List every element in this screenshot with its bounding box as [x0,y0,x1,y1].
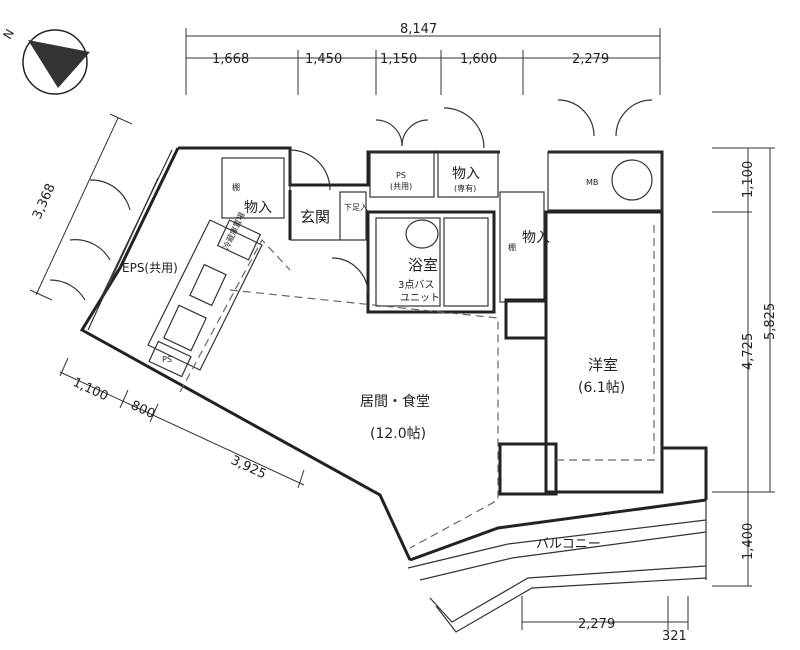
dim-top-seg-3: 1,150 [380,52,417,67]
mb-box [547,151,663,211]
dimensions-bottom: 2,279 321 [521,596,689,644]
label-western-room: 洋室 [588,356,618,374]
label-western-room-size: (6.1帖) [578,380,625,396]
label-storage-left: 物入 [244,200,272,216]
label-mb: MB [586,178,598,187]
label-ps-shared: PS [396,171,406,180]
label-ps-kitchen: PS [162,355,172,364]
dim-top-seg-4: 1,600 [460,52,497,67]
doors [49,99,653,301]
label-shelf-left: 棚 [232,182,240,192]
label-eps: EPS(共用) [122,261,178,275]
kitchen [147,219,263,378]
dim-left-1: 3,368 [30,182,59,222]
dimensions-top: 8,147 1,668 1,450 1,150 1,600 2,279 [185,22,661,95]
dim-right-2: 4,725 [741,333,756,370]
dim-top-seg-5: 2,279 [572,52,609,67]
dim-bottom-2: 321 [662,629,687,644]
dim-right-4: 1,400 [741,523,756,560]
balcony [407,500,707,633]
dim-left-4: 3,925 [228,453,268,482]
label-storage-right: 物入 [522,230,550,246]
dim-top-seg-1: 1,668 [212,52,249,67]
compass: N [0,27,90,95]
western-room-box [544,210,664,494]
shoe-box [339,191,367,241]
dim-right-1: 1,100 [741,161,756,198]
label-bath: 浴室 [408,256,438,274]
label-storage-top-sub: (専有) [454,183,476,193]
ceiling-dashed-lines [179,225,655,549]
fridge-space [216,219,262,261]
compass-circle [22,29,88,95]
label-living: 居間・食堂 [360,393,430,410]
label-balcony: バルコニー [536,537,601,552]
bath-box [366,210,496,314]
dim-right-3: 5,825 [763,303,778,340]
compass-needle [28,40,90,88]
ps-kitchen-box [148,340,192,378]
label-shelf-right: 棚 [508,242,516,252]
label-ps-shared-sub: (共用) [390,182,412,191]
label-shoe-box: 下足入 [344,203,368,212]
storage-right-box [499,191,545,303]
storage-left-box [221,157,285,219]
dimensions-right: 1,100 4,725 5,825 1,400 [712,147,778,587]
label-living-size: (12.0帖) [370,426,426,442]
dim-bottom-1: 2,279 [578,617,615,632]
dim-top-total: 8,147 [400,22,437,37]
mb-circle [611,159,653,201]
dim-top-seg-2: 1,450 [305,52,342,67]
interior-walls [221,151,664,496]
label-bath-sub1: 3点バス [398,279,434,291]
dim-left-2: 1,100 [70,375,110,404]
dim-left-3: 800 [128,398,157,422]
storage-top-box [437,151,499,198]
label-entrance: 玄関 [300,208,330,226]
ps-shared-box [369,151,435,198]
label-bath-sub2: ユニット [400,293,440,304]
compass-label: N [0,27,17,42]
label-storage-top: 物入 [452,166,480,182]
